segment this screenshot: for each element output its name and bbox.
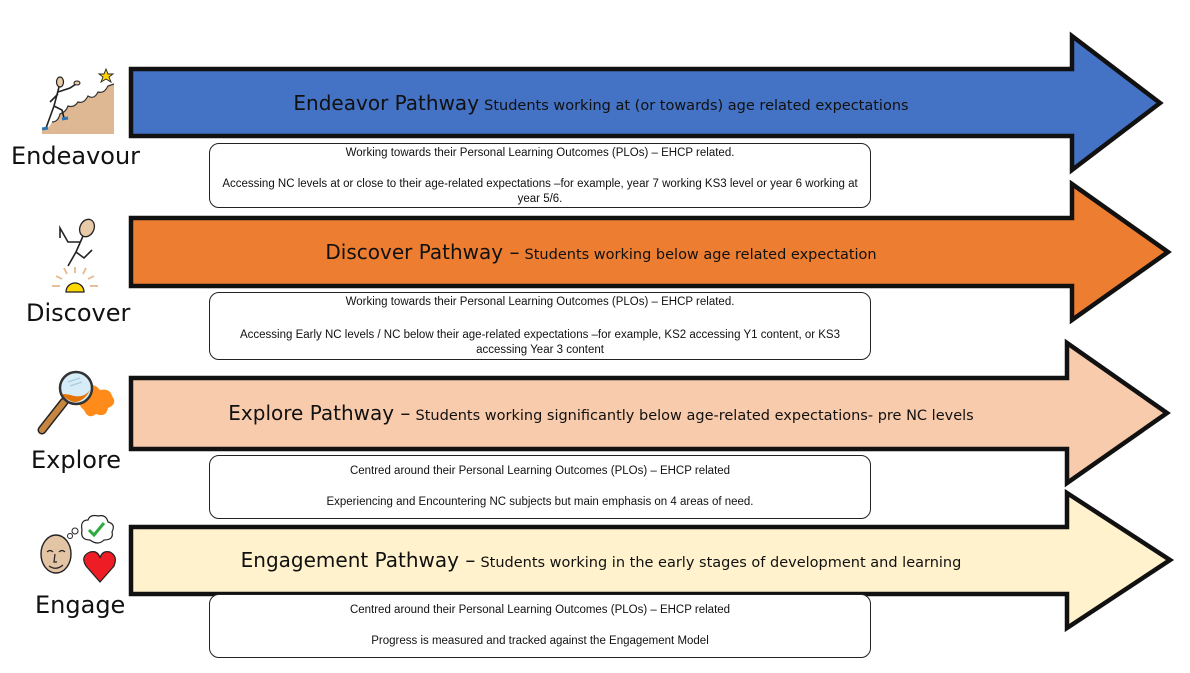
pathway-label-explore: Explore	[31, 446, 122, 474]
detail-line: Working towards their Personal Learning …	[345, 296, 735, 308]
pathway-subtitle: Students working in the early stages of …	[480, 555, 962, 571]
pathway-label-discover: Discover	[26, 299, 131, 327]
detail-line: Accessing NC levels at or close to their…	[222, 178, 858, 205]
person-discovering-light-icon	[52, 218, 98, 293]
engagement-pathway-heading: Engagement Pathway – Students working in…	[131, 548, 1071, 572]
pathway-subtitle: Students working significantly below age…	[415, 408, 974, 424]
detail-line: Centred around their Personal Learning O…	[349, 604, 731, 616]
magnifying-glass-icon	[37, 370, 115, 435]
explore-pathway-arrow	[128, 338, 1171, 488]
endeavor-details-box: Working towards their Personal Learning …	[209, 143, 871, 208]
pathway-subtitle: Students working below age related expec…	[524, 247, 877, 263]
explore-details-box: Centred around their Personal Learning O…	[209, 455, 871, 519]
face-thought-heart-icon	[40, 514, 116, 583]
pathway-separator: –	[458, 548, 476, 572]
explore-pathway-heading: Explore Pathway – Students working signi…	[131, 401, 1071, 425]
discover-pathway-heading: Discover Pathway – Students working belo…	[131, 240, 1071, 264]
detail-line: Centred around their Personal Learning O…	[349, 465, 731, 477]
pathway-label-endeavour: Endeavour	[11, 142, 141, 170]
pathway-subtitle: Students working at (or towards) age rel…	[484, 98, 909, 114]
engagement-details-box: Centred around their Personal Learning O…	[209, 594, 871, 658]
endeavor-pathway-arrow	[128, 31, 1164, 175]
pathway-separator: –	[503, 240, 520, 264]
discover-details-box: Working towards their Personal Learning …	[209, 292, 871, 360]
discover-pathway-arrow	[128, 179, 1172, 325]
pathway-title: Engagement Pathway	[240, 548, 459, 572]
pathway-title: Discover Pathway	[325, 240, 504, 264]
pathway-title: Endeavor Pathway	[293, 91, 480, 115]
detail-line: Experiencing and Encountering NC subject…	[326, 496, 754, 508]
endeavor-pathway-heading: Endeavor Pathway Students working at (or…	[131, 91, 1071, 115]
climbing-person-star-icon	[41, 67, 115, 134]
pathway-separator: –	[394, 401, 411, 425]
pathway-label-engage: Engage	[35, 591, 126, 619]
pathway-title: Explore Pathway	[228, 401, 395, 425]
detail-line: Working towards their Personal Learning …	[345, 147, 735, 159]
detail-line: Progress is measured and tracked against…	[371, 635, 709, 647]
detail-line: Accessing Early NC levels / NC below the…	[239, 329, 840, 356]
